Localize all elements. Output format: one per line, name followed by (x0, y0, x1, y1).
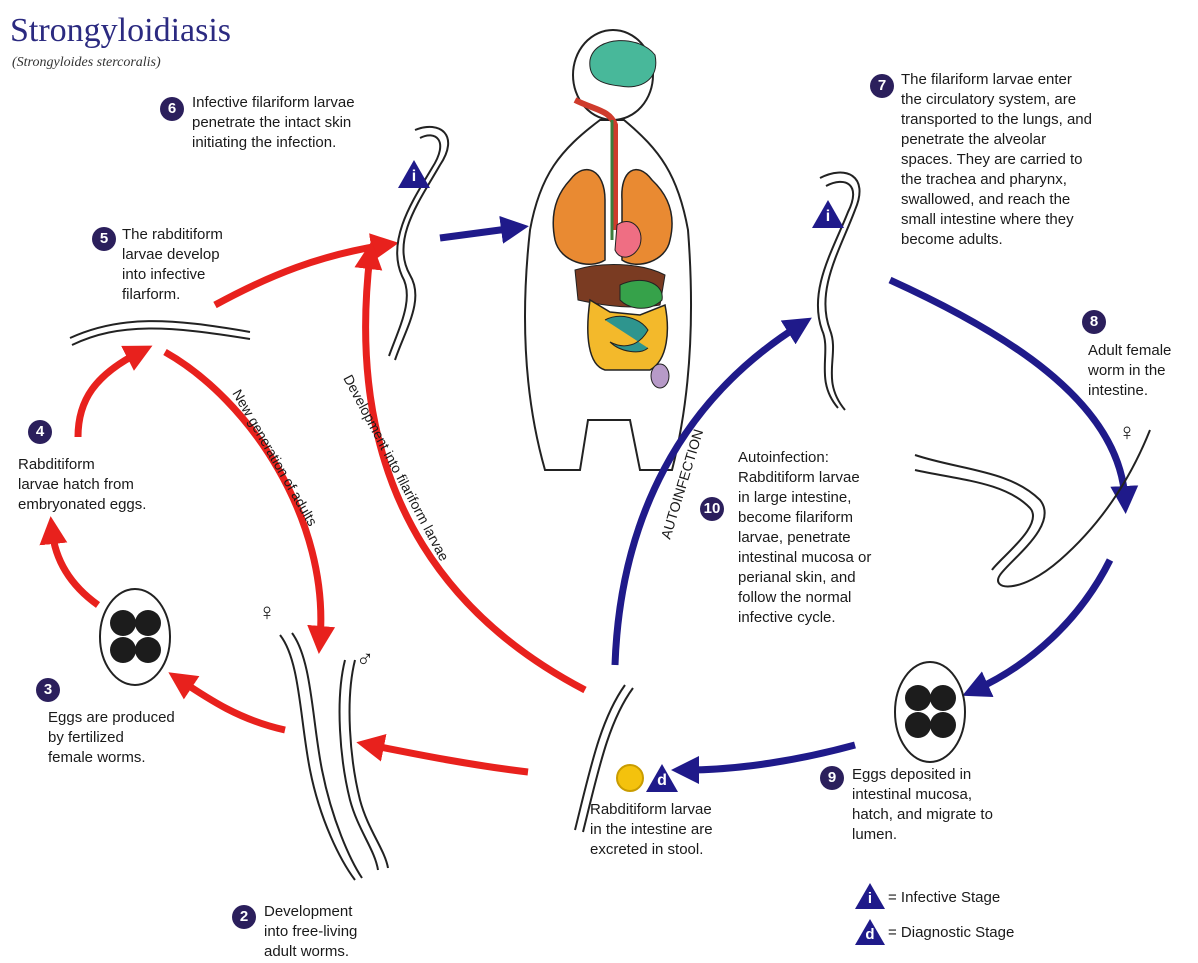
human-body-illustration (525, 30, 691, 470)
step-7-badge: 7 (870, 74, 894, 98)
rhabditiform-larva-stage-5 (70, 321, 250, 345)
legend-diagnostic-label: = Diagnostic Stage (888, 923, 1014, 943)
new-generation-label: New generation of adults (229, 387, 320, 529)
infective-stage-icon: i (812, 200, 844, 228)
page-title: Strongyloidiasis (10, 12, 231, 50)
diagnostic-stage-icon: d (646, 764, 678, 792)
legend-infective-icon: i (855, 883, 885, 909)
step-4-badge: 4 (28, 420, 52, 444)
diagnostic-dot-icon (617, 765, 643, 791)
legend-diagnostic-icon: d (855, 919, 885, 945)
page-subtitle: (Strongyloides stercoralis) (12, 55, 161, 71)
egg-stage-3 (100, 589, 170, 685)
male-symbol-icon: ♂ (356, 650, 374, 670)
development-filariform-label: Development into filariform larvae (340, 372, 452, 564)
step-10-badge: 10 (700, 497, 724, 521)
step-5-badge: 5 (92, 227, 116, 251)
step-9-badge: 9 (820, 766, 844, 790)
infective-stage-icon: i (398, 160, 430, 188)
step-6-badge: 6 (160, 97, 184, 121)
egg-stage-9 (895, 662, 965, 762)
legend-infective-label: = Infective Stage (888, 888, 1000, 908)
female-symbol-icon: ♀ (1118, 423, 1136, 443)
female-symbol-icon: ♀ (258, 603, 276, 623)
step-8-badge: 8 (1082, 310, 1106, 334)
step-2-badge: 2 (232, 905, 256, 929)
step-3-badge: 3 (36, 678, 60, 702)
